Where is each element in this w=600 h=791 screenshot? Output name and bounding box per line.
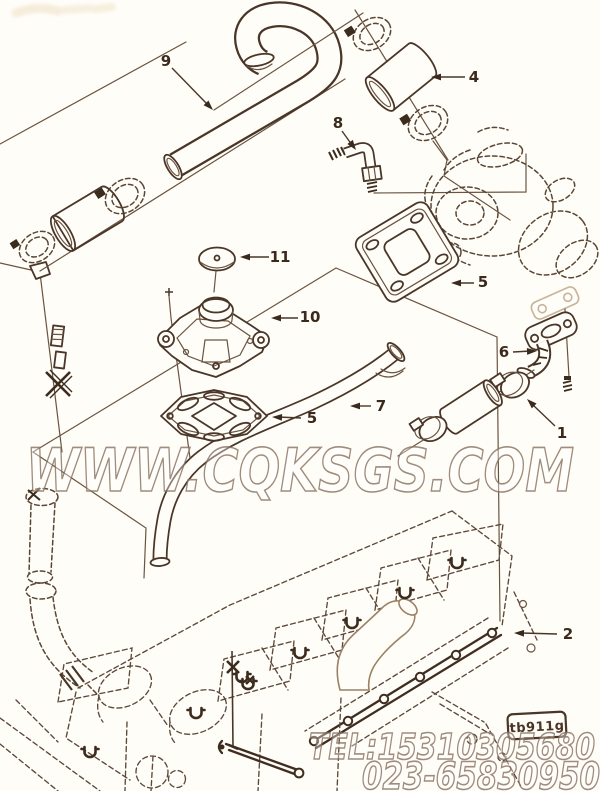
callout-number-8: 8 [333,114,343,132]
callout-number-1: 1 [557,424,567,442]
hose-clamp [93,177,146,215]
connector-hose [49,185,125,252]
watermark-center: WWW.CQKSGS.COM [26,436,574,506]
bolt-mark [447,556,467,570]
callout-5: 5 [451,273,488,291]
callout-number-10: 10 [300,308,321,326]
curved-hose-part7 [149,342,406,567]
callout-8: 8 [333,114,356,150]
hose-part1 [439,379,503,435]
callout-1: 1 [527,399,567,442]
breather-tube-part9 [163,1,343,181]
callout-number-2: 2 [563,625,573,643]
elbow-fitting-part8 [328,142,527,194]
callout-layer: 9 4 8 11 10 5 5 6 7 1 2 [161,52,573,643]
hose-clamp [9,230,56,264]
callout-number-5: 5 [307,409,317,427]
hose-clamp [399,104,449,142]
lower-left-hose [25,487,100,697]
bolt-mark [80,745,100,759]
callout-number-11: 11 [270,248,291,266]
hold-down-stud [226,650,255,751]
callout-6: 6 [499,343,537,361]
bolt-mark [290,646,310,660]
callout-number-5: 5 [478,273,488,291]
bolt-mark [342,616,362,630]
callout-9: 9 [161,52,213,110]
worm-clamp [408,415,448,443]
callout-number-6: 6 [499,343,509,361]
bolt-mark [186,706,206,720]
callout-11: 11 [240,248,290,266]
watermark-tel: TEL:15310305680 [309,727,595,768]
part4-hose-chain [213,9,511,221]
figure-code-label: tb911g [506,710,568,741]
callout-4: 4 [431,68,479,86]
part1-hose-chain [397,369,535,457]
callout-5: 5 [272,409,317,427]
breather-cover-part10 [157,288,270,459]
callout-number-7: 7 [376,397,386,415]
hose-clamp [343,16,392,52]
callout-7: 7 [350,397,386,415]
engine-bolt-marks [80,556,467,759]
callout-2: 2 [514,625,573,643]
hose-part4 [364,42,438,112]
turbo-gasket-part5 [354,201,460,303]
faint-logo-remnant [11,3,116,18]
watermark-layer: WWW.CQKSGS.COM TEL:15310305680 023-65830… [25,435,600,791]
bolt-mark [232,670,252,684]
figure-code-text: tb911g [509,719,565,737]
callout-number-9: 9 [161,52,171,70]
filler-cap-part11 [198,246,236,293]
callout-number-4: 4 [469,68,479,86]
engine-block [0,510,538,791]
watermark-phone: 023-65830950 [362,755,600,791]
rail-eyelets [308,627,498,747]
callout-10: 10 [271,308,320,326]
left-fitting-column [29,261,73,453]
exhaust-transfer-pipe [336,600,416,691]
bolt-mark [395,586,415,600]
bracket-bar [217,739,305,779]
cover-gasket-part5 [160,389,268,442]
